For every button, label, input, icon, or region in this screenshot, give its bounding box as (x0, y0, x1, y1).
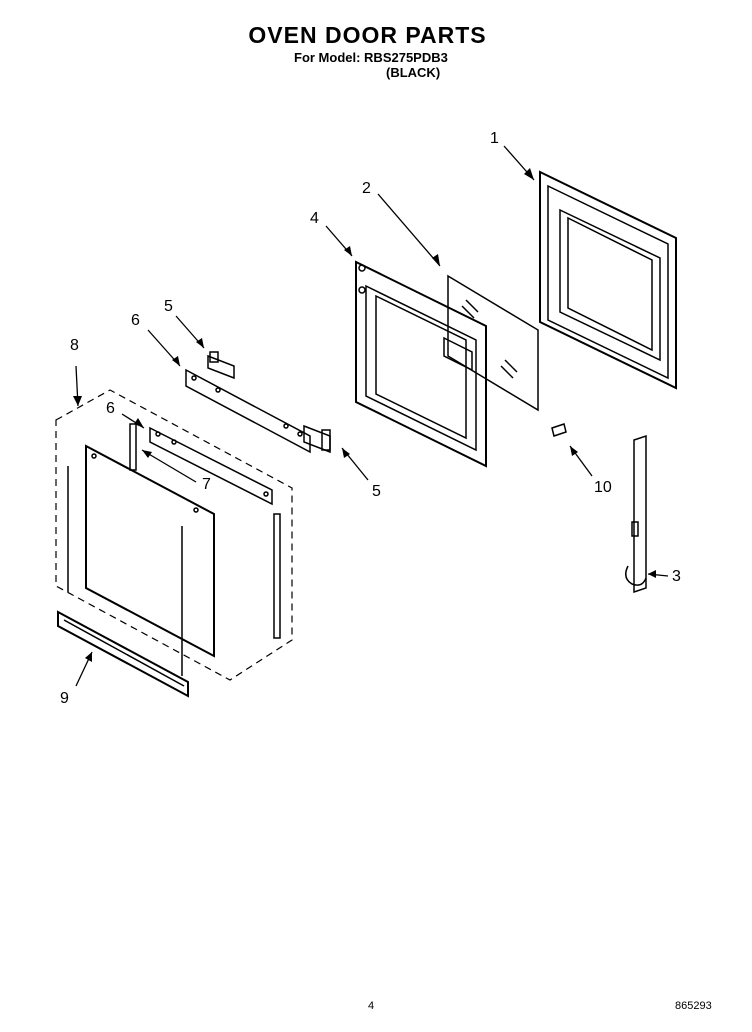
callout-6-upper: 6 (131, 312, 140, 329)
callout-2: 2 (362, 180, 371, 197)
part-10-clip (551, 423, 567, 437)
callout-6-lower: 6 (106, 400, 115, 417)
color-label: (BLACK) (386, 65, 441, 80)
model-line: For Model: RBS275PDB3 (294, 50, 448, 65)
callout-9: 9 (60, 690, 69, 707)
part-8-assembly-outline (55, 389, 293, 681)
part-6-rail-upper (185, 368, 311, 454)
document-number: 865293 (675, 1000, 712, 1012)
part-6-rail-lower (149, 426, 273, 506)
callout-10: 10 (594, 479, 612, 496)
callout-4: 4 (310, 210, 319, 227)
part-1-outer-door-frame (539, 170, 677, 390)
callout-1: 1 (490, 130, 499, 147)
part-5-bracket-lower (303, 424, 331, 454)
callout-8: 8 (70, 337, 79, 354)
page-number: 4 (368, 1000, 375, 1012)
callout-7: 7 (202, 476, 211, 493)
part-9-handle (57, 610, 189, 698)
callout-3: 3 (672, 568, 681, 585)
leader-lines (75, 145, 669, 687)
part-7-outer-glass (67, 444, 215, 676)
arrow-heads (73, 168, 656, 662)
part-2-glass-panel (447, 274, 539, 412)
callout-5-upper: 5 (164, 298, 173, 315)
part-4-inner-door-panel (355, 260, 487, 468)
callout-5-lower: 5 (372, 483, 381, 500)
part-5-bracket-upper (207, 351, 235, 380)
page-title: OVEN DOOR PARTS (248, 22, 487, 48)
part-3-hinge (625, 434, 647, 594)
